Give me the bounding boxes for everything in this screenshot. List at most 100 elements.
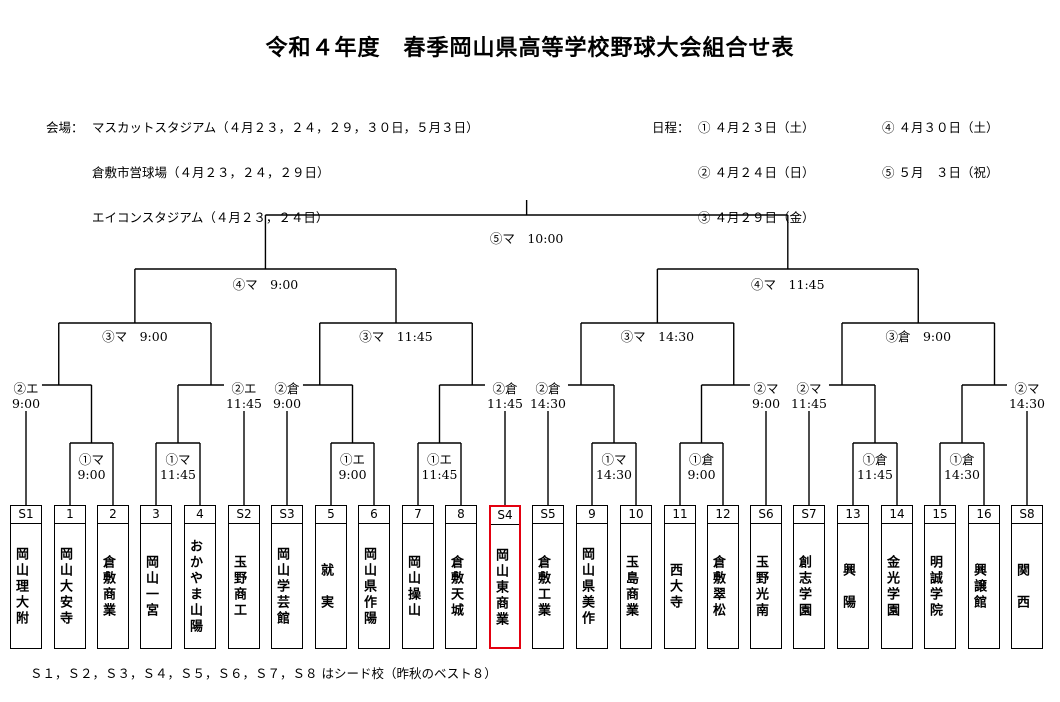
team-number: 4 [185, 506, 215, 524]
round2-label: ②マ 11:45 [788, 381, 830, 411]
team-number: 5 [316, 506, 346, 524]
team-box: S1 岡山理大附 [10, 505, 42, 649]
venue-item: マスカットスタジアム（４月２３，２４，２９，３０日，５月３日） [92, 120, 479, 135]
team-name: 創志学園 [796, 554, 811, 619]
team-box: S5 倉敷工業 [532, 505, 564, 649]
team-name: 玉野商工 [231, 554, 246, 619]
team-number: 15 [925, 506, 955, 524]
team-name: 玉野光南 [753, 554, 768, 619]
round1-label: ①マ 9:00 [75, 452, 108, 482]
round3-label: ③マ 9:00 [100, 328, 170, 344]
team-name: 就 実 [318, 562, 333, 611]
team-number: S5 [533, 506, 563, 524]
round1-label: ①倉 14:30 [941, 452, 983, 482]
team-number: 3 [141, 506, 171, 524]
team-number: 9 [577, 506, 607, 524]
round1-label: ①エ 11:45 [419, 452, 460, 482]
team-number: S1 [11, 506, 41, 524]
team-box: S7 創志学園 [793, 505, 825, 649]
team-name: 岡山大安寺 [57, 546, 72, 627]
round3-label: ③マ 14:30 [618, 328, 697, 344]
team-box: 12 倉敷翠松 [707, 505, 739, 649]
team-number: 6 [359, 506, 389, 524]
final-label: ⑤マ 10:00 [487, 230, 566, 246]
team-name: 興譲館 [971, 562, 986, 611]
team-box: 16 興譲館 [968, 505, 1000, 649]
team-number: S3 [272, 506, 302, 524]
page-title: 令和４年度 春季岡山県高等学校野球大会組合せ表 [265, 35, 795, 61]
team-box: S3 岡山学芸館 [271, 505, 303, 649]
round4-label: ④マ 11:45 [749, 276, 827, 292]
team-name: 岡山学芸館 [274, 546, 289, 627]
round2-label: ②倉 9:00 [270, 381, 304, 411]
team-box: 10 玉島商業 [620, 505, 652, 649]
venue-item: エイコンスタジアム（４月２３，２４日） [92, 210, 329, 225]
team-number: 14 [882, 506, 912, 524]
round2-label: ②マ 9:00 [749, 381, 783, 411]
team-name: 倉敷工業 [535, 554, 550, 619]
round4-label: ④マ 9:00 [230, 276, 301, 292]
team-name: 倉敷翠松 [710, 554, 725, 619]
team-number: 16 [969, 506, 999, 524]
schedule-item: ④ ４月３０日（土） [882, 120, 999, 135]
team-name: 玉島商業 [623, 554, 638, 619]
team-number: 13 [838, 506, 868, 524]
team-number: S4 [491, 507, 519, 525]
round1-label: ①マ 11:45 [157, 452, 199, 482]
round2-label: ②倉 14:30 [527, 381, 569, 411]
team-name: 金光学園 [884, 554, 899, 619]
team-box: 1 岡山大安寺 [54, 505, 86, 649]
team-box: 9 岡山県美作 [576, 505, 608, 649]
team-box: 2 倉敷商業 [97, 505, 129, 649]
team-name: 明誠学院 [927, 554, 942, 619]
team-number: 10 [621, 506, 651, 524]
footnote: Ｓ１，Ｓ２，Ｓ３，Ｓ４，Ｓ５，Ｓ６，Ｓ７，Ｓ８ はシード校（昨秋のベスト８） [30, 666, 497, 681]
team-box: 15 明誠学院 [924, 505, 956, 649]
round2-label: ②倉 11:45 [484, 381, 526, 411]
team-name: 西大寺 [667, 562, 682, 611]
team-box: 5 就 実 [315, 505, 347, 649]
round1-label: ①エ 9:00 [336, 452, 369, 482]
round2-label: ②マ 14:30 [1006, 381, 1048, 411]
team-name: 岡山県作陽 [361, 546, 376, 627]
round2-label: ②エ 11:45 [223, 381, 265, 411]
team-name: 岡山県美作 [579, 546, 594, 627]
team-box: 7 岡山操山 [402, 505, 434, 649]
venue-info: 会場： マスカットスタジアム（４月２３，２４，２９，３０日，５月３日） 倉敷市営球… [46, 90, 479, 240]
team-number: 7 [403, 506, 433, 524]
team-box: 4 おかやま山陽 [184, 505, 216, 649]
team-number: 8 [446, 506, 476, 524]
venue-item: 倉敷市営球場（４月２３，２４，２９日） [92, 165, 330, 180]
team-name: 岡山理大附 [13, 546, 28, 627]
team-name: 倉敷商業 [100, 554, 115, 619]
schedule-item: ② ４月２４日（日） [698, 165, 815, 180]
team-name: 岡山操山 [405, 554, 420, 619]
round1-label: ①倉 11:45 [854, 452, 896, 482]
team-name: 倉敷天城 [448, 554, 463, 619]
team-box: 11 西大寺 [664, 505, 696, 649]
team-number: S7 [794, 506, 824, 524]
schedule-label: 日程： [652, 120, 690, 135]
round3-label: ③マ 11:45 [357, 328, 435, 344]
team-number: 12 [708, 506, 738, 524]
round1-label: ①マ 14:30 [593, 452, 635, 482]
team-number: 1 [55, 506, 85, 524]
schedule-item: ① ４月２３日（土） [698, 120, 815, 135]
team-number: 2 [98, 506, 128, 524]
schedule-item: ⑤ ５月 ３日（祝） [882, 165, 999, 180]
team-box: 6 岡山県作陽 [358, 505, 390, 649]
round2-label: ②エ 9:00 [9, 381, 43, 411]
round3-label: ③倉 9:00 [883, 328, 954, 344]
team-box: 14 金光学園 [881, 505, 913, 649]
team-number: 11 [665, 506, 695, 524]
team-name: おかやま山陽 [187, 538, 202, 635]
team-name: 関 西 [1014, 562, 1029, 611]
round1-label: ①倉 9:00 [685, 452, 718, 482]
schedule-info: 日程： ① ４月２３日（土） ④ ４月３０日（土） ② ４月２４日（日） ⑤ ５月 ３… [652, 90, 998, 240]
venue-label: 会場： [46, 120, 84, 135]
